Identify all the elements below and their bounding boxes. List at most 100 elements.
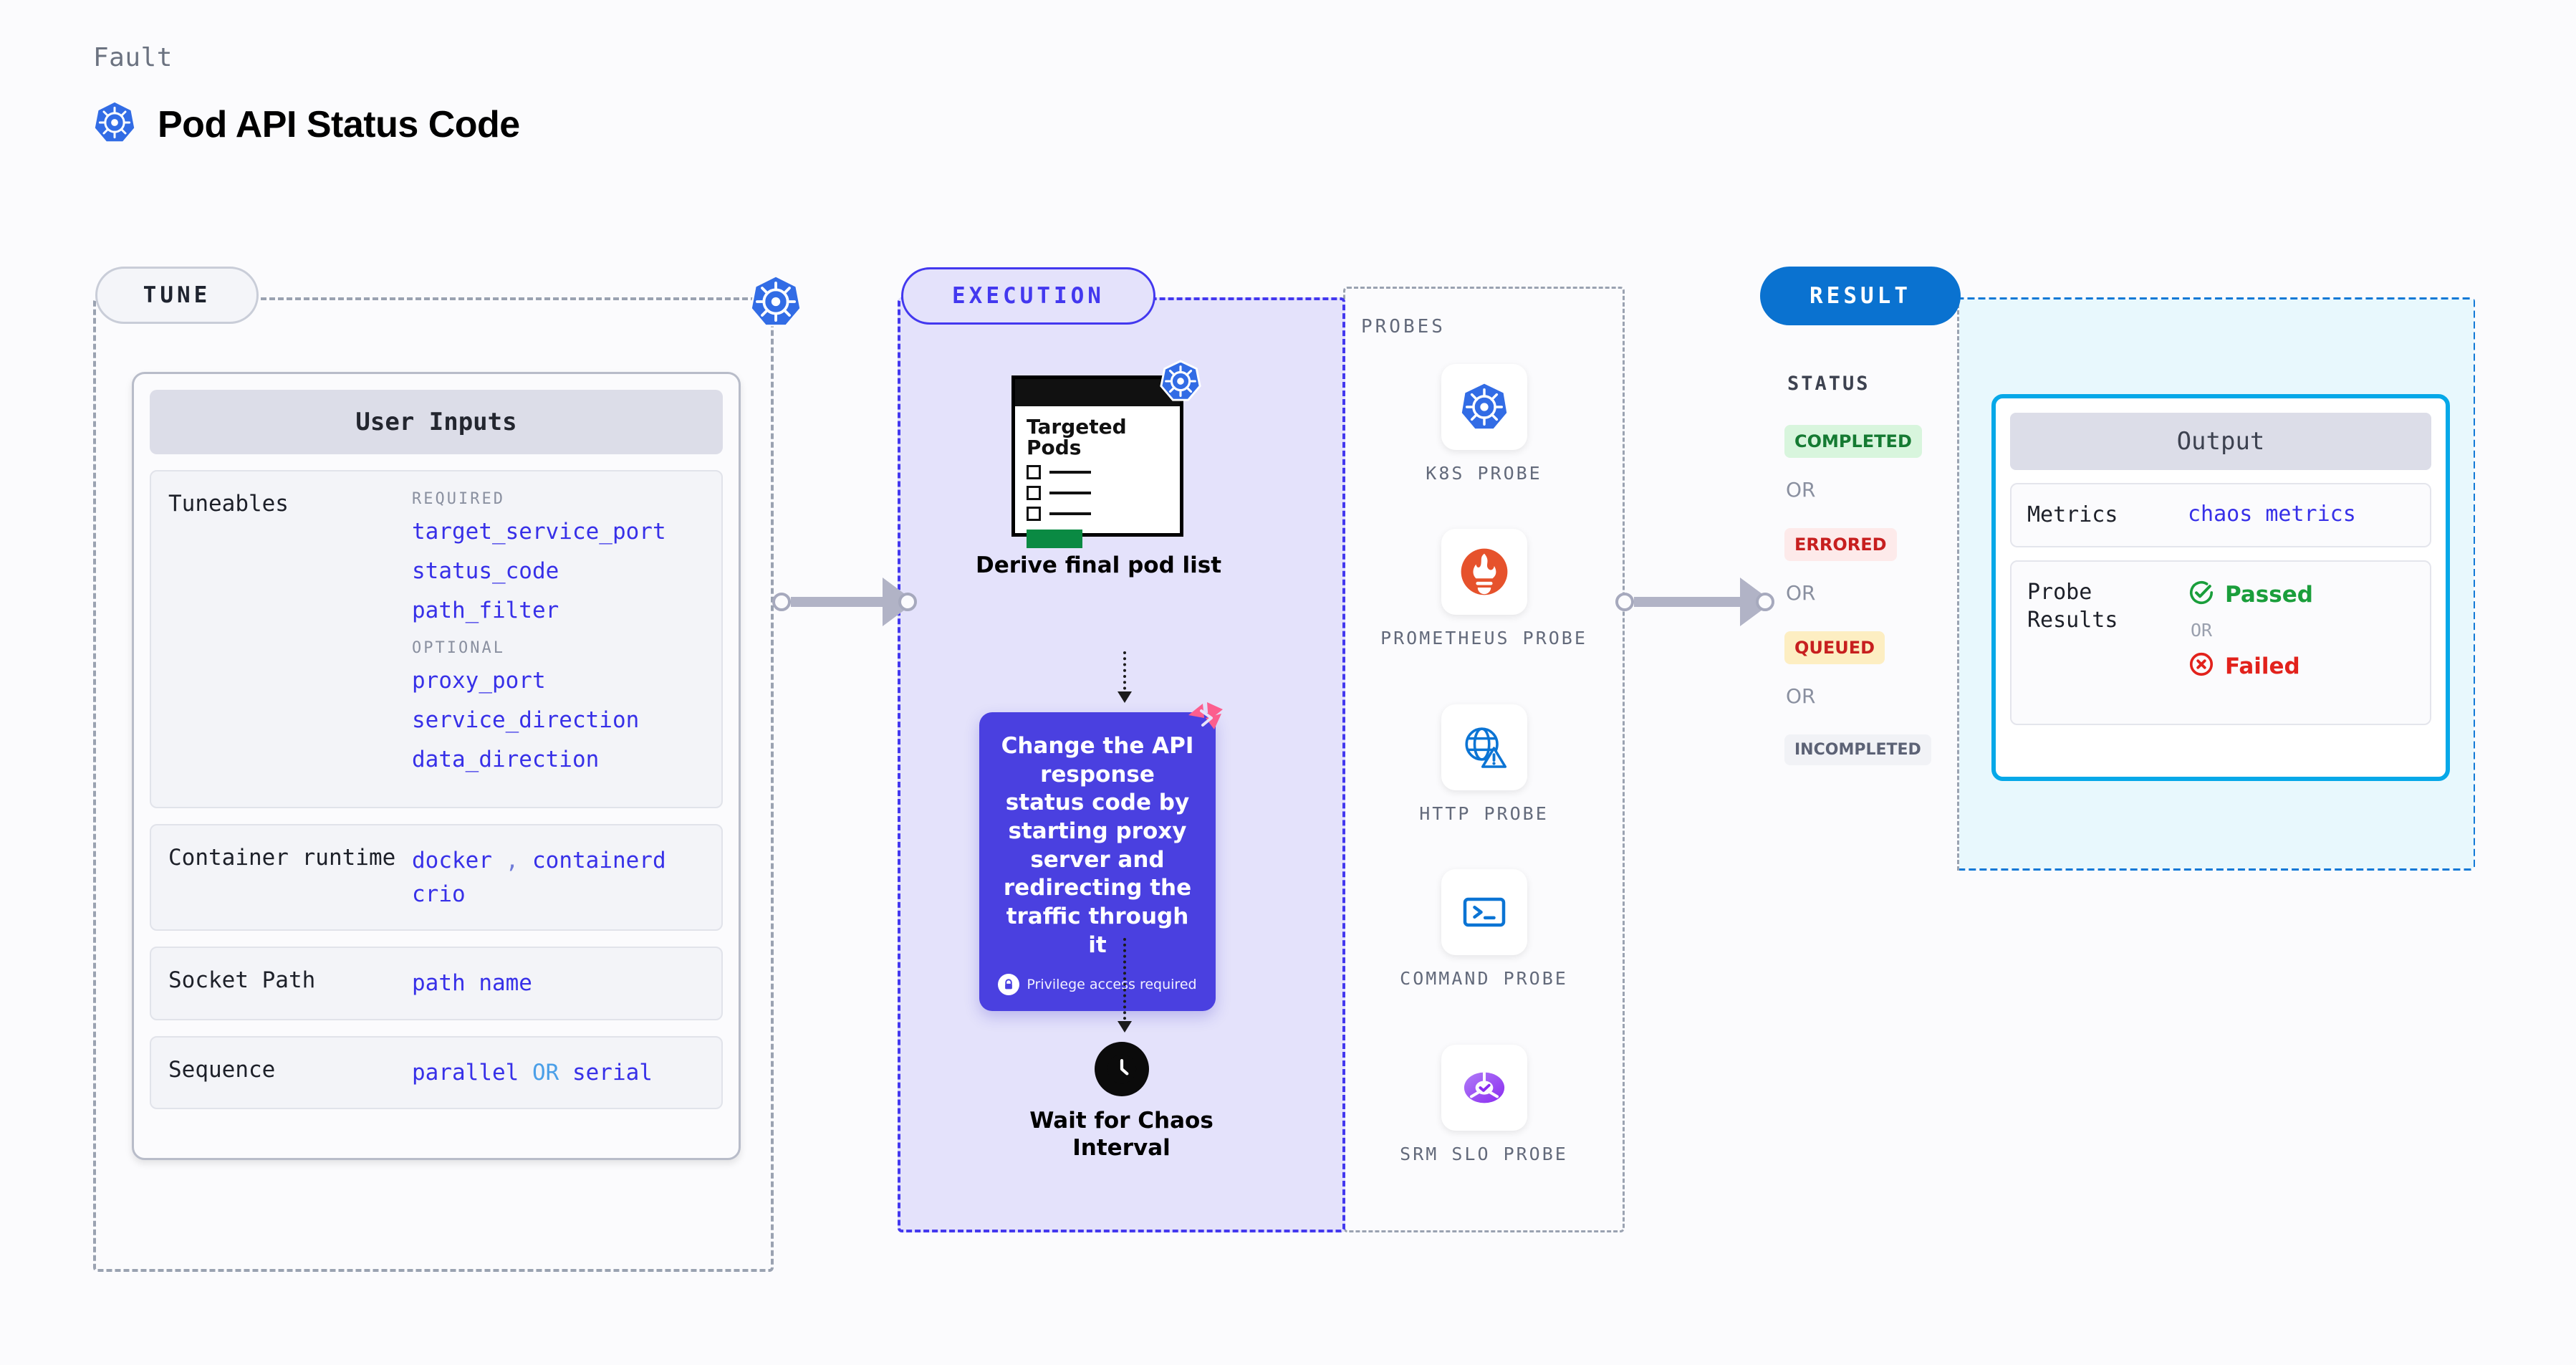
status-badge-queued: QUEUED — [1784, 631, 1885, 664]
chaos-description-card: Change the API response status code by s… — [979, 702, 1223, 1012]
output-card: Output Metrics chaos metrics Probe Resul… — [1991, 394, 2450, 781]
status-or-1: OR — [1786, 478, 1816, 502]
socket-path-box: Socket Path path name — [150, 947, 723, 1020]
probe-prometheus[interactable]: PROMETHEUS PROBE — [1345, 529, 1623, 651]
container-runtime-label: Container runtime — [168, 845, 396, 871]
tune-tag[interactable]: TUNE — [95, 267, 259, 324]
connector-bar — [791, 597, 884, 607]
status-badge-incompleted: INCOMPLETED — [1784, 734, 1931, 765]
probe-http[interactable]: HTTP PROBE — [1345, 704, 1623, 826]
tuneable-proxy-port[interactable]: proxy_port — [412, 668, 546, 694]
status-badge-completed: COMPLETED — [1784, 425, 1922, 458]
probe-command[interactable]: COMMAND PROBE — [1345, 869, 1623, 991]
tuneable-status-code[interactable]: status_code — [412, 558, 559, 584]
checkbox-icon — [1027, 485, 1041, 500]
runtime-docker[interactable]: docker — [412, 848, 492, 873]
optional-label: OPTIONAL — [412, 639, 505, 657]
probe-result-failed: Failed — [2188, 651, 2313, 681]
required-label: REQUIRED — [412, 490, 505, 508]
srm-slo-icon — [1441, 1045, 1527, 1131]
kubernetes-icon — [1158, 359, 1203, 403]
harness-ribbon-icon — [1186, 699, 1226, 739]
pods-progress-bar — [1027, 529, 1082, 548]
tuneable-target-service-port[interactable]: target_service_port — [412, 519, 666, 545]
x-circle-icon — [2188, 651, 2215, 681]
metrics-row: Metrics chaos metrics — [2010, 483, 2431, 548]
pods-list-item — [1027, 506, 1168, 521]
status-or-3: OR — [1786, 684, 1816, 708]
runtime-containerd[interactable]: containerd — [532, 848, 666, 873]
pods-card-heading: Targeted Pods — [1027, 415, 1127, 460]
derive-final-pod-list-label: Derive final pod list — [976, 552, 1222, 578]
socket-path-label: Socket Path — [168, 967, 316, 993]
check-circle-icon — [2188, 579, 2215, 610]
probe-label: HTTP PROBE — [1419, 803, 1549, 824]
probe-results-row: Probe Results Passed OR — [2010, 560, 2431, 726]
execution-panel: Targeted Pods — [898, 297, 1345, 1232]
placeholder-line — [1049, 512, 1091, 515]
tuneables-box: Tuneables REQUIRED target_service_port s… — [150, 470, 723, 808]
terminal-icon — [1441, 869, 1527, 955]
sequence-serial[interactable]: serial — [572, 1059, 653, 1086]
runtime-crio[interactable]: crio — [412, 881, 466, 907]
status-or-2: OR — [1786, 581, 1816, 605]
wait-for-chaos-group: Wait for Chaos Interval — [900, 1042, 1342, 1162]
tuneable-service-direction[interactable]: service_direction — [412, 707, 640, 733]
sequence-label: Sequence — [168, 1056, 276, 1083]
user-inputs-card: User Inputs Tuneables REQUIRED target_se… — [132, 372, 741, 1160]
chaos-description-text: Change the API response status code by s… — [1001, 733, 1194, 958]
probes-panel: PROBES K8S PROBE PROMETHEUS PROBE — [1343, 287, 1625, 1232]
checkbox-icon — [1027, 464, 1041, 479]
wait-for-chaos-label: Wait for Chaos Interval — [1029, 1108, 1213, 1161]
flow-arrow-down — [1118, 651, 1132, 703]
tuneables-label: Tuneables — [168, 491, 289, 517]
sequence-or: OR — [532, 1059, 559, 1086]
connector-execution-result — [1615, 577, 1774, 627]
page-header: Fault Pod API Status Code — [93, 43, 520, 148]
privilege-note-text: Privilege access required — [1027, 977, 1197, 993]
connector-start-dot — [772, 593, 791, 611]
targeted-pods-card: Targeted Pods — [1011, 360, 1201, 548]
probe-results-label: Probe Results — [2027, 580, 2118, 633]
sequence-box: Sequence parallel OR serial — [150, 1035, 723, 1109]
result-tag[interactable]: RESULT — [1760, 267, 1961, 325]
probe-srm-slo[interactable]: SRM SLO PROBE — [1345, 1045, 1623, 1167]
connector-tune-execution — [772, 577, 917, 627]
passed-label: Passed — [2225, 581, 2313, 608]
tune-panel: User Inputs Tuneables REQUIRED target_se… — [93, 297, 774, 1272]
socket-path-value[interactable]: path name — [412, 970, 532, 996]
failed-label: Failed — [2225, 653, 2300, 679]
metrics-label: Metrics — [2027, 502, 2118, 527]
connector-end-dot — [1756, 593, 1774, 611]
connector-end-dot — [898, 593, 917, 611]
status-badge-errored: ERRORED — [1784, 528, 1897, 561]
kubernetes-icon — [749, 274, 803, 329]
pods-list-item — [1027, 485, 1168, 500]
globe-warning-icon — [1441, 704, 1527, 790]
execution-tag[interactable]: EXECUTION — [901, 267, 1155, 325]
targeted-pods-group: Targeted Pods — [976, 360, 1221, 578]
prometheus-icon — [1441, 529, 1527, 615]
pods-card-topbar — [1015, 379, 1180, 406]
sequence-parallel[interactable]: parallel — [412, 1059, 519, 1086]
kubernetes-icon — [93, 101, 136, 148]
runtime-separator: , — [505, 848, 519, 873]
placeholder-line — [1049, 491, 1091, 494]
probe-k8s[interactable]: K8S PROBE — [1345, 364, 1623, 486]
checkbox-icon — [1027, 506, 1041, 521]
user-inputs-title: User Inputs — [150, 390, 723, 454]
probe-label: COMMAND PROBE — [1400, 968, 1568, 989]
probe-results-or: OR — [2191, 620, 2213, 641]
fault-kicker: Fault — [93, 43, 173, 72]
title-row: Pod API Status Code — [93, 101, 520, 148]
clock-icon — [1094, 1042, 1149, 1096]
privilege-note: Privilege access required — [998, 974, 1197, 996]
placeholder-line — [1049, 470, 1091, 474]
tuneable-path-filter[interactable]: path_filter — [412, 598, 559, 623]
probes-title: PROBES — [1361, 316, 1446, 337]
metrics-value[interactable]: chaos metrics — [2188, 502, 2356, 527]
output-title: Output — [2010, 413, 2431, 470]
status-title: STATUS — [1787, 373, 1870, 395]
probe-label: K8S PROBE — [1426, 463, 1542, 484]
tuneable-data-direction[interactable]: data_direction — [412, 747, 600, 772]
